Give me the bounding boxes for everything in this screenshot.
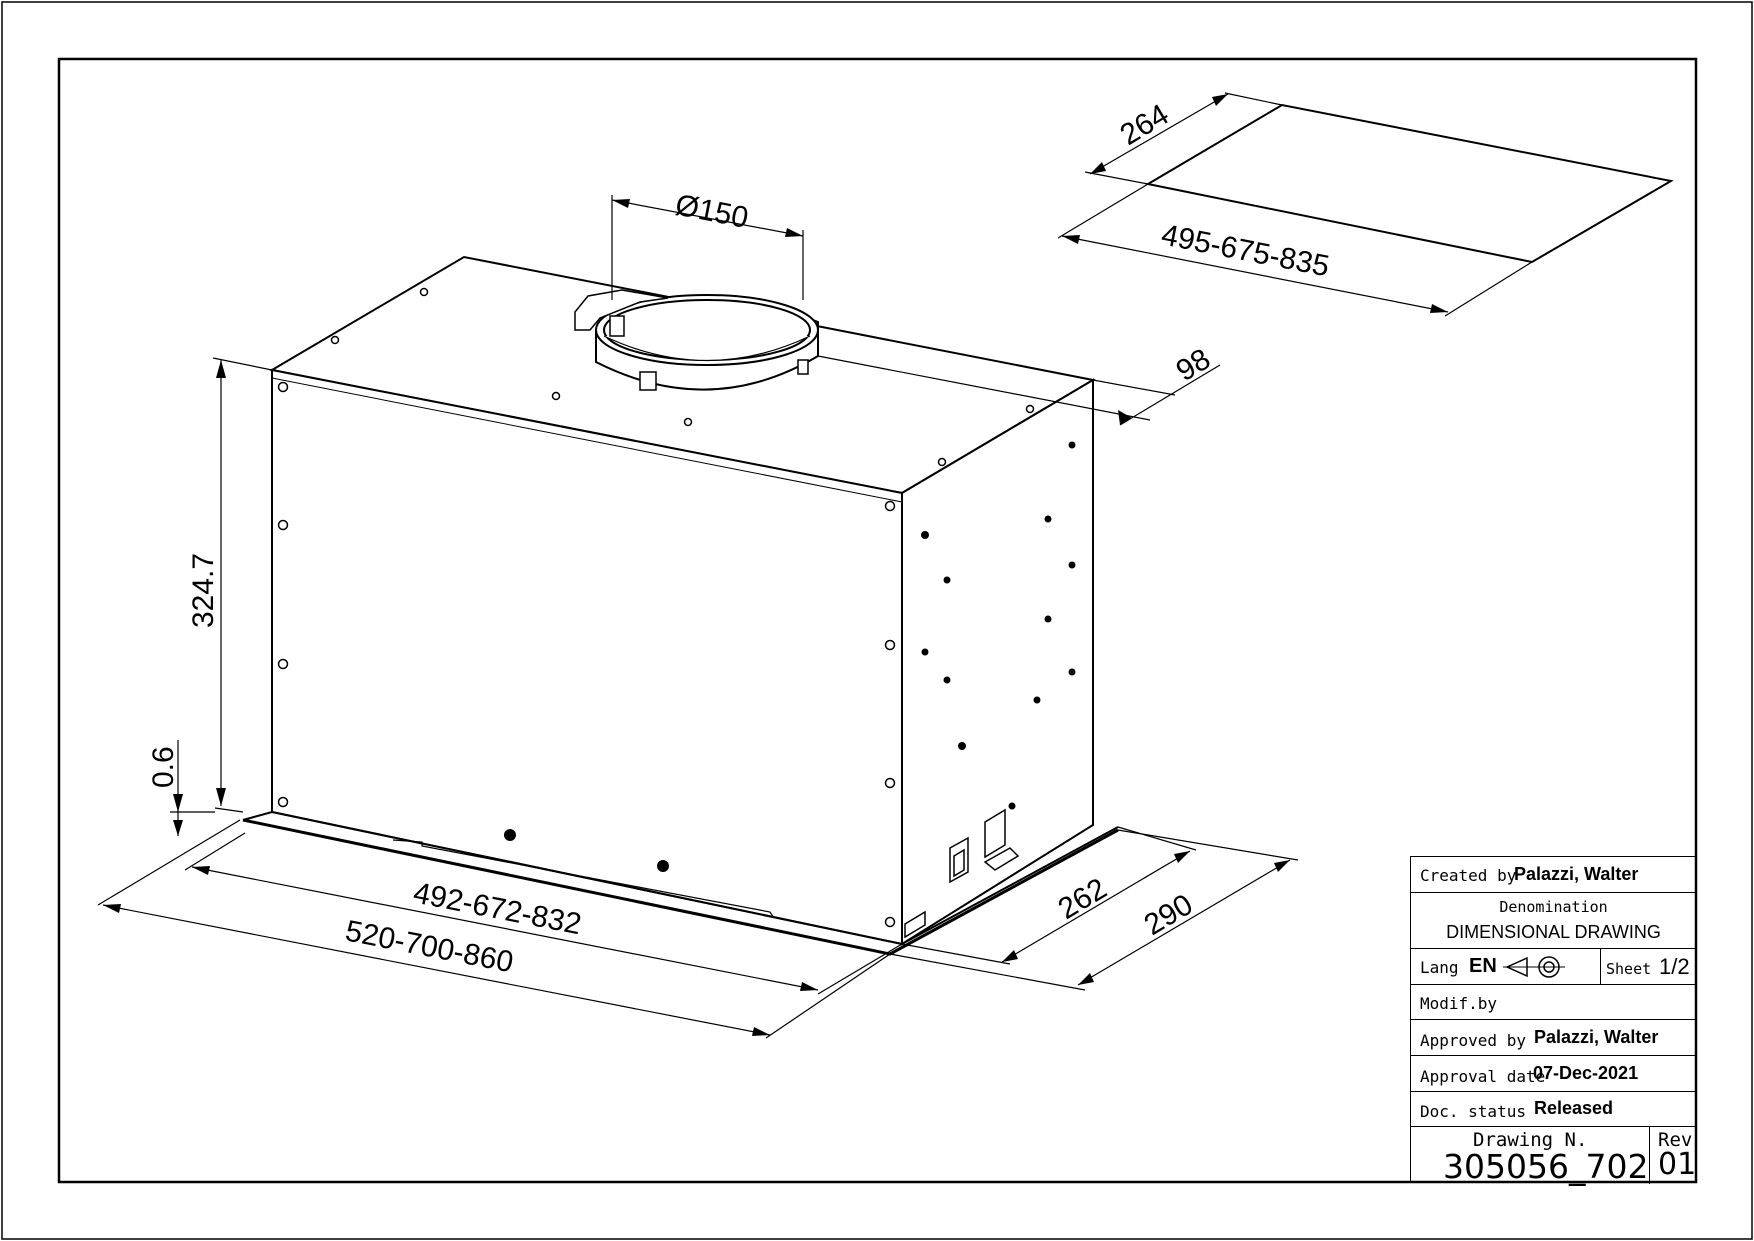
denomination-value: DIMENSIONAL DRAWING (1446, 922, 1661, 942)
lang-label: Lang (1420, 958, 1459, 977)
side-connectors (904, 808, 1020, 939)
dim-bottom-gap: 0.6 (147, 746, 180, 788)
denomination-row: Denomination DIMENSIONAL DRAWING (1411, 893, 1696, 949)
modif-row: Modif.by (1411, 985, 1696, 1020)
dim-offset: 98 (1171, 343, 1217, 388)
title-block: Created by Palazzi, Walter Denomination … (1410, 856, 1697, 1186)
mounting-holes (277, 287, 1035, 928)
approved-by-row: Approved by Palazzi, Walter (1411, 1020, 1696, 1056)
drawing-frame (57, 57, 1698, 1184)
dimension-lines (97, 92, 1533, 1039)
drawing-number-value: 305056_702 (1443, 1147, 1649, 1186)
rev-value: 01 (1658, 1147, 1697, 1182)
dim-inner-depth: 262 (1053, 872, 1113, 926)
approval-date-value: 07-Dec-2021 (1533, 1063, 1639, 1083)
rev-label: Rev (1658, 1129, 1693, 1151)
sheet-value: 1/2 (1659, 954, 1690, 979)
doc-status-label: Doc. status (1420, 1102, 1526, 1121)
dim-height: 324.7 (187, 553, 220, 628)
approved-by-value: Palazzi, Walter (1534, 1027, 1659, 1047)
lang-sheet-row: Lang EN Sheet 1/2 (1411, 949, 1696, 985)
doc-status-row: Doc. status Released (1411, 1092, 1696, 1127)
dim-duct-diameter: Ø150 (673, 188, 751, 234)
drawing-number-label: Drawing N. (1473, 1129, 1588, 1151)
created-by-label: Created by (1420, 866, 1517, 885)
denomination-label: Denomination (1499, 898, 1608, 916)
dim-cutout-width: 495-675-835 (1159, 218, 1332, 283)
dimension-arrows (103, 94, 1448, 1036)
modif-label: Modif.by (1420, 994, 1498, 1013)
approved-by-label: Approved by (1420, 1031, 1526, 1050)
duct-collar (574, 289, 819, 391)
projection-symbol-icon (1503, 956, 1565, 978)
drawing-number-row: Drawing N. 305056_702 Rev 01 (1411, 1127, 1697, 1186)
doc-status-value: Released (1534, 1098, 1614, 1118)
approval-date-row: Approval date 07-Dec-2021 (1411, 1056, 1696, 1092)
lang-value: EN (1469, 955, 1497, 977)
dim-outer-depth: 290 (1139, 888, 1199, 942)
dim-cutout-depth: 264 (1115, 98, 1175, 152)
approval-date-label: Approval date (1420, 1067, 1546, 1086)
created-by-row: Created by Palazzi, Walter (1411, 857, 1696, 893)
cutout-plate (1145, 103, 1674, 264)
created-by-value: Palazzi, Walter (1514, 864, 1639, 884)
sheet-label: Sheet (1606, 960, 1652, 978)
side-holes (504, 441, 1076, 872)
